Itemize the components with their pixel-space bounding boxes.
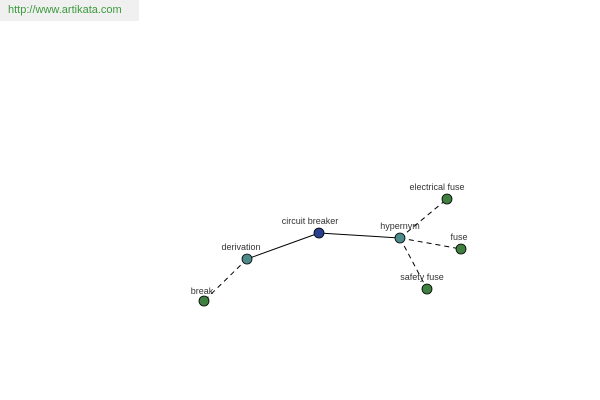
edge-hypernym-fuse — [399, 237, 462, 250]
node-fuse[interactable] — [455, 243, 467, 255]
label-safety-fuse[interactable]: safety fuse — [400, 272, 444, 282]
node-safety-fuse[interactable] — [421, 283, 433, 295]
edge-hypernym-electrical-fuse — [399, 198, 448, 239]
graph-edges — [203, 198, 462, 302]
node-circuit-breaker[interactable] — [313, 227, 325, 239]
edge-circuit-breaker-hypernym — [318, 232, 401, 239]
label-electrical-fuse[interactable]: electrical fuse — [409, 182, 464, 192]
edge-circuit-breaker-derivation — [246, 232, 320, 260]
node-break[interactable] — [198, 295, 210, 307]
label-hypernym[interactable]: hypernym — [380, 221, 420, 231]
label-circuit-breaker[interactable]: circuit breaker — [282, 216, 339, 226]
site-url-link[interactable]: http://www.artikata.com — [0, 0, 139, 21]
graph-labels: circuit breaker derivation hypernym break el… — [191, 182, 468, 296]
node-electrical-fuse[interactable] — [441, 193, 453, 205]
node-hypernym[interactable] — [394, 232, 406, 244]
label-break[interactable]: break — [191, 286, 214, 296]
label-fuse[interactable]: fuse — [450, 232, 467, 242]
edge-hypernym-safety-fuse — [399, 237, 428, 290]
node-derivation[interactable] — [241, 253, 253, 265]
label-derivation[interactable]: derivation — [221, 242, 260, 252]
graph-nodes — [198, 193, 467, 307]
edge-derivation-break — [203, 258, 248, 302]
